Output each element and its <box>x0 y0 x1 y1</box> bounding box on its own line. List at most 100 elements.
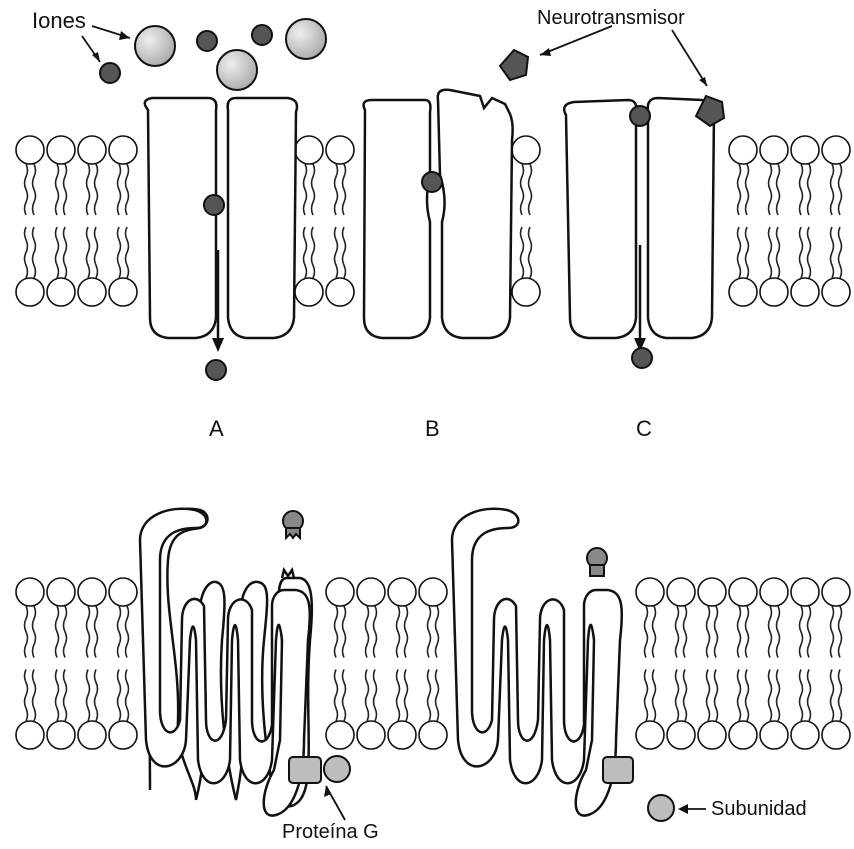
lipid-tail <box>87 227 90 278</box>
lipid-head <box>47 136 75 164</box>
large-ion <box>217 50 257 90</box>
lipid-tail <box>366 670 369 722</box>
lipid-head <box>388 721 416 749</box>
lipid-head <box>760 721 788 749</box>
channel-c-left-subunit <box>564 100 636 338</box>
lipid-head <box>822 136 850 164</box>
lipid-tail <box>126 670 129 722</box>
lipid-head <box>698 578 726 606</box>
channel-a-right-subunit <box>228 98 297 338</box>
lipid-tail <box>777 606 780 658</box>
lipid-tail <box>405 606 408 658</box>
lipid-head <box>78 136 106 164</box>
neurotransmitter-pointer-free <box>540 26 612 55</box>
lipid-head <box>16 578 44 606</box>
lipid-tail <box>831 227 834 278</box>
g-protein-left-subunit-round <box>324 756 350 782</box>
lipid-tail <box>769 227 772 278</box>
lipid-head <box>822 721 850 749</box>
unbound-ligand <box>283 511 303 538</box>
lipid-tail <box>33 227 36 278</box>
lipid-tail <box>831 606 834 658</box>
lipid-tail <box>335 227 338 278</box>
lipid-tail <box>126 164 129 215</box>
channel-a-left-subunit <box>145 98 217 338</box>
lipid-tail <box>839 670 842 722</box>
lipid-tail <box>715 670 718 722</box>
lipid-tail <box>64 670 67 722</box>
lipid-tail <box>56 227 59 278</box>
lipid-tail <box>25 227 28 278</box>
lipid-tail <box>436 606 439 658</box>
released-subunit <box>648 795 674 821</box>
lipid-tail <box>521 227 524 278</box>
lipid-tail <box>521 164 524 215</box>
lipid-tail <box>645 670 648 722</box>
lipid-head <box>109 721 137 749</box>
lipid-tail <box>529 164 532 215</box>
channel-b <box>364 90 513 338</box>
lipid-tail <box>684 606 687 658</box>
small-ion <box>197 31 217 51</box>
lipid-head <box>729 721 757 749</box>
channel-c-right-subunit <box>648 98 714 338</box>
lipid-tail <box>645 606 648 658</box>
lipid-tail <box>769 670 772 722</box>
lipid-head <box>791 721 819 749</box>
lipid-tail <box>95 670 98 722</box>
lipid-tail <box>746 227 749 278</box>
lipid-tail <box>64 606 67 658</box>
lipid-tail <box>777 670 780 722</box>
lipid-head <box>326 136 354 164</box>
lipid-tail <box>312 227 315 278</box>
lipid-head <box>636 578 664 606</box>
neurotransmitter-pointer-free-head <box>540 48 551 56</box>
neurotransmitter-pointer-bound-head <box>699 77 707 86</box>
lipid-tail <box>707 670 710 722</box>
lipid-head <box>16 278 44 306</box>
lipid-tail <box>397 606 400 658</box>
lipid-tail <box>808 227 811 278</box>
lipid-tail <box>808 164 811 215</box>
lipid-head <box>636 721 664 749</box>
lipid-tail <box>118 227 121 278</box>
lipid-head <box>78 278 106 306</box>
lipid-head <box>822 278 850 306</box>
lipid-head <box>729 136 757 164</box>
small-ion <box>100 63 120 83</box>
lipid-tail <box>707 606 710 658</box>
ion-inside-channel-b <box>422 172 442 192</box>
small-ion <box>252 25 272 45</box>
lipid-tail <box>343 227 346 278</box>
gpcr-left-helix-1 <box>140 509 310 816</box>
lipid-head <box>791 278 819 306</box>
lipid-head <box>78 578 106 606</box>
lipid-tail <box>374 606 377 658</box>
lipid-head <box>16 136 44 164</box>
lipid-tail <box>839 227 842 278</box>
lipid-tail <box>831 670 834 722</box>
lipid-tail <box>738 227 741 278</box>
lipid-tail <box>95 606 98 658</box>
lipid-head <box>78 721 106 749</box>
lipid-tail <box>839 606 842 658</box>
lipid-head <box>388 578 416 606</box>
lipid-tail <box>800 227 803 278</box>
lipid-tail <box>777 164 780 215</box>
lipid-tail <box>738 606 741 658</box>
lipid-tail <box>428 606 431 658</box>
lipid-tail <box>746 670 749 722</box>
lipid-head <box>729 278 757 306</box>
channel-b-left-subunit <box>364 100 431 338</box>
membrane-top <box>16 136 850 306</box>
neurotransmitter-pointer-bound <box>672 30 707 86</box>
large-ion <box>135 26 175 66</box>
lipid-tail <box>374 670 377 722</box>
lipid-tail <box>343 164 346 215</box>
lipid-tail <box>64 227 67 278</box>
lipid-tail <box>684 670 687 722</box>
lipid-tail <box>808 606 811 658</box>
lipid-tail <box>529 227 532 278</box>
lipid-tail <box>839 164 842 215</box>
lipid-tail <box>87 606 90 658</box>
